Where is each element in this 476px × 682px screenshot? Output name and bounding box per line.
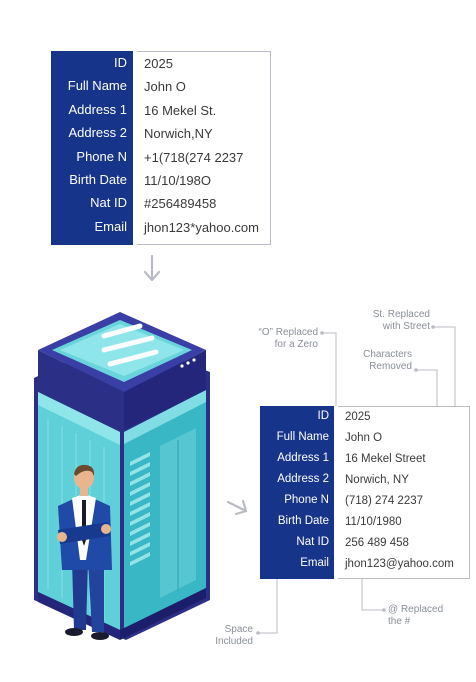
- field-label-nat-id: Nat ID: [296, 536, 329, 548]
- annotation-zero-replaced: “O” Replaced for a Zero: [236, 327, 318, 351]
- annotation-line: Space: [224, 624, 253, 635]
- down-arrow-icon: [143, 254, 161, 282]
- annotation-street-replaced: St. Replaced with Street: [352, 309, 430, 333]
- cleaned-record-labels: ID Full Name Address 1 Address 2 Phone N…: [260, 406, 334, 579]
- field-value-address-1: 16 Mekel Street: [345, 453, 426, 465]
- field-label-birth-date: Birth Date: [69, 171, 127, 187]
- field-label-full-name: Full Name: [276, 431, 329, 443]
- field-label-email: Email: [300, 557, 329, 569]
- column-gap: [133, 51, 137, 245]
- field-value-full-name: John O: [144, 79, 186, 95]
- annotation-line: Included: [215, 636, 253, 647]
- annotation-line: @ Replaced: [388, 604, 444, 615]
- field-value-address-2: Norwich, NY: [345, 474, 409, 486]
- field-value-email: jhon123@yahoo.com: [345, 558, 454, 570]
- cleaned-record-values: 2025 John O 16 Mekel Street Norwich, NY …: [338, 406, 470, 579]
- field-label-id: ID: [317, 410, 330, 422]
- annotation-characters-removed: Characters Removed: [340, 349, 412, 373]
- right-arrow-icon: [226, 499, 248, 516]
- field-value-phone: (718) 274 2237: [345, 495, 424, 507]
- field-label-nat-id: Nat ID: [90, 195, 127, 211]
- person-icon: [57, 464, 112, 640]
- field-label-address-1: Address 1: [277, 452, 329, 464]
- original-record-table: ID Full Name Address 1 Address 2 Phone N…: [51, 51, 271, 245]
- field-value-address-1: 16 Mekel St.: [144, 102, 217, 118]
- field-label-id: ID: [114, 55, 127, 70]
- field-label-address-2: Address 2: [277, 473, 329, 485]
- field-value-phone: +1(718(274 2237: [144, 149, 244, 165]
- field-label-email: Email: [94, 218, 127, 234]
- field-label-birth-date: Birth Date: [277, 515, 329, 527]
- field-label-address-1: Address 1: [68, 101, 127, 117]
- server-illustration: [34, 312, 210, 640]
- field-value-nat-id: #256489458: [144, 196, 217, 212]
- field-value-id: 2025: [144, 56, 173, 71]
- field-label-full-name: Full Name: [67, 78, 127, 94]
- field-value-birth-date: 11/10/198O: [144, 172, 211, 188]
- annotation-line: Removed: [369, 361, 412, 372]
- field-value-birth-date: 11/10/1980: [345, 516, 402, 528]
- annotation-line: with Street: [382, 321, 430, 332]
- annotation-line: St. Replaced: [372, 309, 430, 320]
- annotation-line: “O” Replaced: [258, 327, 318, 338]
- annotation-line: for a Zero: [274, 339, 318, 350]
- field-value-full-name: John O: [345, 432, 383, 444]
- original-record-values: 2025 John O 16 Mekel St. Norwich,NY +1(7…: [137, 51, 271, 245]
- annotation-space-included: Space Included: [196, 624, 253, 648]
- cleaned-record-table: ID Full Name Address 1 Address 2 Phone N…: [260, 406, 470, 579]
- field-label-address-2: Address 2: [68, 125, 127, 141]
- annotation-line: Characters: [363, 349, 412, 360]
- field-value-email: jhon123*yahoo.com: [144, 219, 259, 235]
- field-value-id: 2025: [345, 411, 371, 423]
- original-record-labels: ID Full Name Address 1 Address 2 Phone N…: [51, 51, 133, 245]
- annotation-line: the #: [388, 616, 411, 627]
- field-value-nat-id: 256 489 458: [345, 537, 409, 549]
- field-value-address-2: Norwich,NY: [144, 126, 213, 142]
- annotation-at-replaced: @ Replaced the #: [388, 604, 458, 628]
- field-label-phone: Phone N: [76, 148, 127, 164]
- column-gap: [334, 406, 338, 579]
- field-label-phone: Phone N: [284, 494, 329, 506]
